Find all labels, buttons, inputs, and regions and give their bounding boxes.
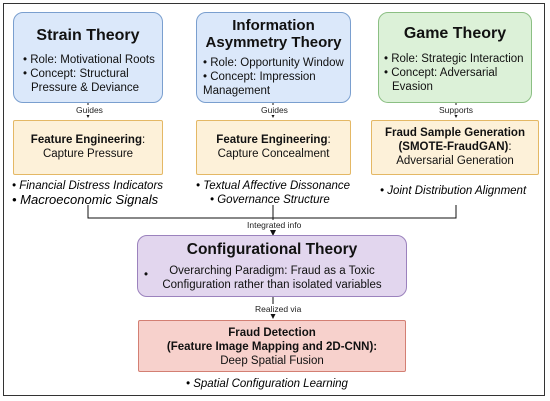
feature-engineering-title: Feature Engineering — [30, 134, 142, 146]
configurational-line1: Overarching Paradigm: Fraud as a Toxic — [169, 265, 375, 277]
strain-theory-box: Strain Theory • Role: Motivational Roots… — [13, 12, 163, 103]
bullet-concept-cont: Evasion — [392, 81, 433, 93]
fraud-gen-subtitle: Adversarial Generation — [396, 155, 514, 167]
game-theory-title: Game Theory — [403, 25, 507, 42]
feature-subtitle-pressure: Capture Pressure — [42, 148, 134, 160]
feature-title-colon: : — [141, 134, 146, 146]
fraud-detection-title: Fraud Detection — [228, 327, 316, 339]
caption-textual-affective-dissonance: • Textual Affective Dissonance — [196, 180, 351, 192]
info-theory-title-line2: Asymmetry Theory — [205, 34, 342, 51]
info-theory-title-line1: Information — [232, 17, 315, 34]
connector-label-realized-via: Realized via — [253, 304, 304, 314]
feature-engineering-pressure-box: Feature Engineering: Capture Pressure — [13, 120, 163, 175]
fraud-gen-colon: : — [508, 141, 512, 153]
caption-macroeconomic-signals: • Macroeconomic Signals — [12, 192, 159, 207]
connector-label-guides-1: Guides — [74, 105, 105, 115]
game-theory-bullets: • Role: Strategic Interaction • Concept:… — [384, 52, 531, 94]
fraud-detection-box: Fraud Detection (Feature Image Mapping a… — [138, 320, 406, 372]
information-asymmetry-theory-box: Information Asymmetry Theory • Role: Opp… — [196, 12, 351, 103]
fraud-detection-subtitle: Deep Spatial Fusion — [220, 355, 324, 367]
bullet-concept: • Concept: Structural — [23, 68, 129, 80]
connector-label-guides-2: Guides — [259, 105, 290, 115]
fraud-gen-title-line2: (SMOTE-FraudGAN) — [398, 141, 509, 153]
fraud-sample-generation-box: Fraud Sample Generation (SMOTE-FraudGAN)… — [371, 120, 539, 175]
connector-label-supports: Supports — [437, 105, 476, 115]
caption-financial-distress: • Financial Distress Indicators — [12, 180, 164, 192]
configurational-line2: Configuration rather than isolated varia… — [162, 279, 382, 291]
bullet-concept-cont: Management — [203, 85, 271, 97]
caption-governance-structure: • Governance Structure — [210, 194, 330, 206]
bullet-concept-cont: Pressure & Deviance — [31, 82, 140, 94]
game-theory-box: Game Theory • Role: Strategic Interactio… — [378, 12, 532, 103]
info-theory-bullets: • Role: Opportunity Window • Concept: Im… — [203, 56, 350, 98]
configurational-theory-title: Configurational Theory — [186, 241, 358, 258]
fraud-detection-method: (Feature Image Mapping and 2D-CNN): — [166, 341, 378, 353]
bullet-concept: • Concept: Adversarial — [384, 67, 498, 79]
configurational-bullet: • — [144, 269, 149, 281]
feature-engineering-title: Feature Engineering — [216, 134, 328, 146]
merge-line — [87, 205, 457, 219]
feature-subtitle-concealment: Capture Concealment — [217, 148, 330, 160]
bullet-role: • Role: Motivational Roots — [23, 54, 155, 66]
strain-theory-bullets: • Role: Motivational Roots • Concept: St… — [23, 53, 162, 95]
feature-engineering-concealment-box: Feature Engineering: Capture Concealment — [196, 120, 351, 175]
feature-title-colon: : — [327, 134, 331, 146]
caption-spatial-configuration-learning: • Spatial Configuration Learning — [186, 378, 348, 390]
configurational-theory-box: Configurational Theory • Overarching Par… — [137, 235, 407, 297]
bullet-role: • Role: Opportunity Window — [203, 57, 344, 69]
caption-joint-distribution-alignment: • Joint Distribution Alignment — [380, 185, 527, 197]
bullet-concept: • Concept: Impression — [203, 71, 316, 83]
diagram-frame — [3, 3, 545, 396]
strain-theory-title: Strain Theory — [36, 27, 140, 44]
fraud-gen-title-line1: Fraud Sample Generation — [385, 127, 525, 139]
bullet-role: • Role: Strategic Interaction — [384, 53, 524, 65]
connector-label-integrated-info: Integrated info — [245, 220, 304, 230]
